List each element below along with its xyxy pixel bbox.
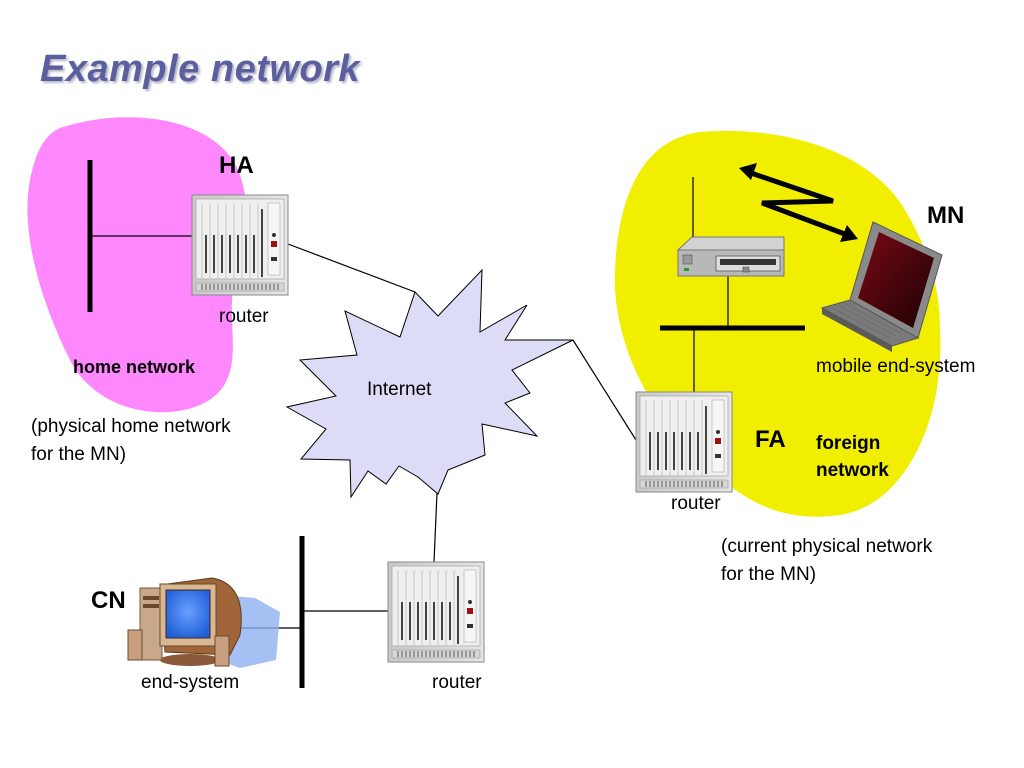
wireless-arrowhead-mn <box>840 225 858 242</box>
mobile-node-laptop-icon <box>820 221 943 352</box>
mobile-end-system-label: mobile end-system <box>816 356 976 377</box>
home-network-region <box>27 117 247 413</box>
fa-label: FA <box>755 426 786 453</box>
ha-label: HA <box>219 152 254 179</box>
page-title: Example network <box>40 48 361 90</box>
mn-label: MN <box>927 202 965 229</box>
ha-router-label: router <box>219 306 269 327</box>
cn-label: CN <box>91 587 126 614</box>
link-ha-internet <box>287 243 416 293</box>
fa-router-icon <box>635 391 733 493</box>
foreign-network-label-line2: network <box>816 460 889 481</box>
home-network-label: home network <box>73 357 196 377</box>
cn-computer-icon <box>127 577 280 668</box>
home-network-note-line1: (physical home network <box>31 416 231 437</box>
cn-end-system-label: end-system <box>141 672 240 693</box>
foreign-network-label-line1: foreign <box>816 433 881 454</box>
internet-label: Internet <box>367 379 432 400</box>
access-point-icon <box>676 236 785 277</box>
wireless-arrowhead-ap <box>739 163 757 180</box>
home-network-note-line2: for the MN) <box>31 444 127 465</box>
cn-router-icon <box>387 561 485 663</box>
fa-router-label: router <box>671 493 721 514</box>
foreign-network-note-line1: (current physical network <box>721 536 933 557</box>
cn-router-label: router <box>432 672 482 693</box>
ha-router-icon <box>191 194 289 296</box>
internet-cloud <box>285 268 574 499</box>
link-internet-fa <box>572 339 637 441</box>
foreign-network-note-line2: for the MN) <box>721 564 817 585</box>
wireless-link-icon <box>747 169 851 239</box>
